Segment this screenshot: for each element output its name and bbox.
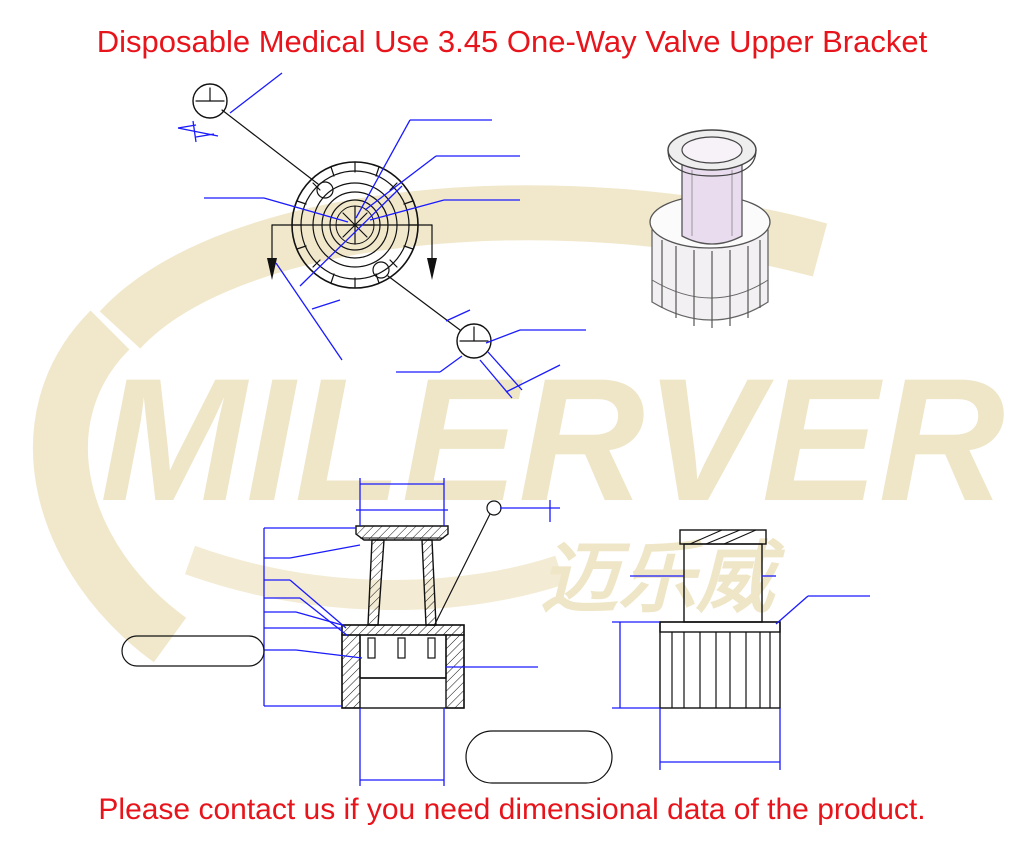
detail-leader-top <box>221 109 319 185</box>
side-ribs <box>671 632 771 708</box>
detail-balloon-top <box>192 83 228 119</box>
watermark-swoosh-lower <box>184 545 565 610</box>
tolerance-oval-left <box>121 635 265 667</box>
section-view <box>341 500 502 709</box>
section-teeth <box>367 637 436 659</box>
detail-leader-bottom <box>387 275 461 331</box>
watermark-brand-cn-text: 迈乐威 <box>540 534 786 622</box>
section-tube-right <box>421 539 437 626</box>
watermark-logo: MILERVER 迈乐威 <box>32 185 1005 663</box>
page-title: Disposable Medical Use 3.45 One-Way Valv… <box>96 24 928 59</box>
side-view-dimensions <box>612 575 870 770</box>
section-wall-right <box>445 634 465 709</box>
section-arrow-left-head <box>267 258 277 280</box>
section-wall-left <box>341 634 361 709</box>
footer-note: Please contact us if you need dimensiona… <box>98 793 926 826</box>
render-flange-edge <box>667 149 757 177</box>
section-top-plate <box>341 624 465 636</box>
top-view <box>192 83 492 359</box>
side-cap-thread <box>689 529 757 545</box>
side-base-rim <box>659 621 781 633</box>
detail-marker-bottom <box>372 261 390 279</box>
render-ribs <box>661 240 761 328</box>
section-flange <box>355 525 449 541</box>
render-flange-hole <box>681 136 743 164</box>
top-view-dimensions <box>177 72 586 399</box>
product-3d-render <box>649 129 771 328</box>
watermark-brand-text: MILERVER <box>100 343 1005 538</box>
detail-marker-top <box>316 181 334 199</box>
render-tube-inner <box>691 170 733 236</box>
render-base-body <box>651 229 769 321</box>
section-tube-left <box>367 539 385 626</box>
side-view <box>659 529 781 709</box>
section-view-dimensions <box>263 478 560 786</box>
section-arrow-right-head <box>427 258 437 280</box>
render-tube <box>681 157 743 245</box>
side-base <box>659 621 781 709</box>
tolerance-oval-bottom <box>465 730 613 784</box>
render-base-bottom-arc <box>651 279 769 299</box>
section-inner-cavity <box>359 634 447 679</box>
watermark-swoosh-left <box>32 310 187 663</box>
